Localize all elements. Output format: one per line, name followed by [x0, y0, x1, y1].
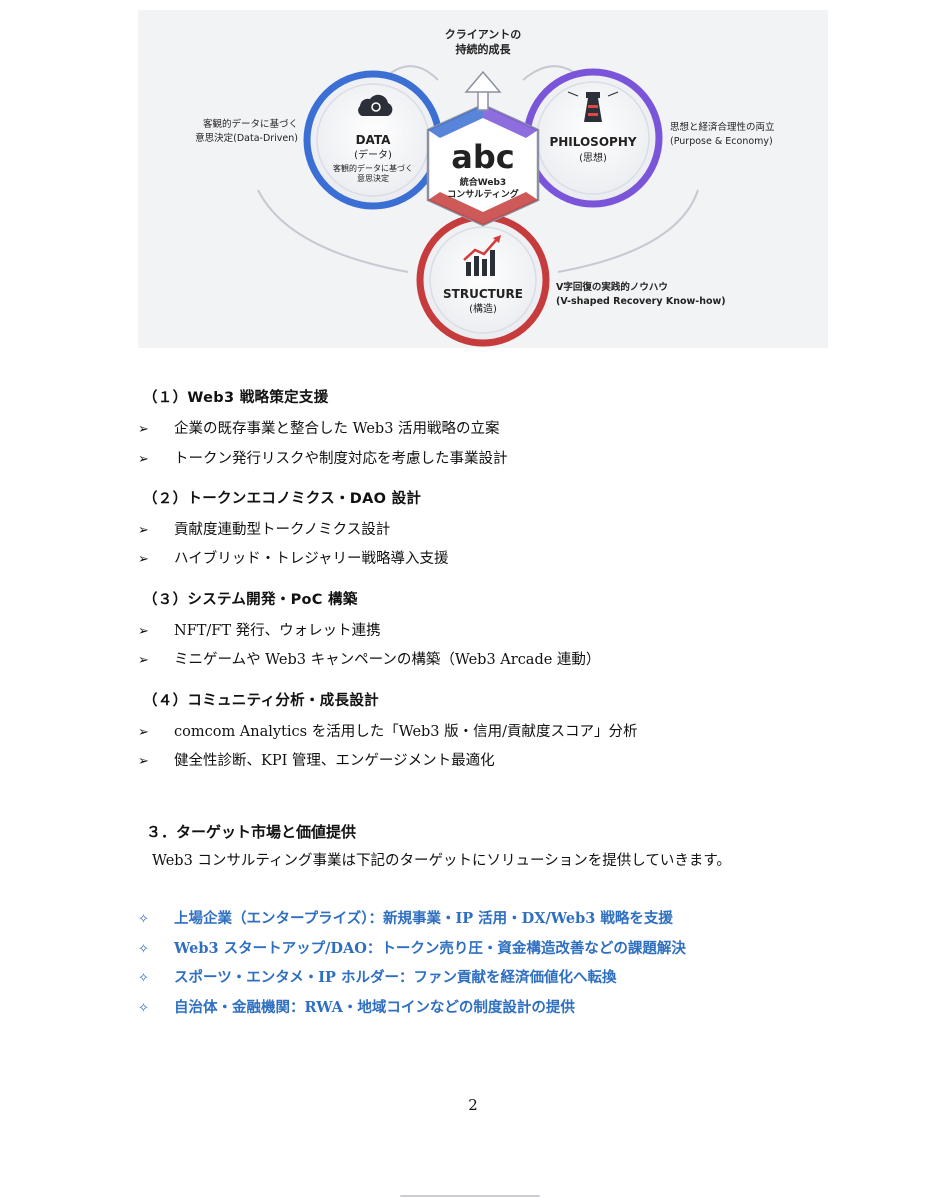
scroll-indicator: [400, 1195, 540, 1197]
data-description-2: 意思決定: [357, 173, 389, 183]
data-description-1: 客観的データに基づく: [333, 163, 413, 173]
bottom-note-2: (V-shaped Recovery Know-how): [556, 296, 726, 307]
service-heading-1: （１）Web3 戦略策定支援: [143, 390, 329, 406]
lighthouse-icon: [567, 91, 619, 122]
list-item: ➢ミニゲームや Web3 キャンペーンの構築（Web3 Arcade 連動）: [138, 652, 601, 668]
list-item: ➢comcom Analytics を活用した「Web3 版・信用/貢献度スコア…: [138, 724, 638, 740]
structure-circle: STRUCTURE (構造): [416, 213, 550, 347]
data-subtitle: (データ): [354, 148, 392, 161]
list-item: ➢ハイブリッド・トレジャリー戦略導入支援: [138, 551, 449, 567]
bottom-note-1: V字回復の実践的ノウハウ: [556, 281, 668, 293]
arrow-bullet-icon: ➢: [138, 754, 149, 769]
data-circle: DATA (データ) 客観的データに基づく 意思決定: [303, 70, 443, 210]
top-label-1: クライアントの: [445, 28, 522, 41]
service-heading-4: （４）コミュニティ分析・成長設計: [143, 693, 379, 709]
arrow-bullet-icon: ➢: [138, 653, 149, 668]
service-heading-3: （３）システム開発・PoC 構築: [143, 592, 358, 608]
service-heading-2: （２）トークンエコノミクス・DAO 設計: [143, 491, 422, 507]
hero-diagram: DATA (データ) 客観的データに基づく 意思決定 PHILOSOPHY (思…: [138, 10, 828, 348]
list-item: ✧Web3 スタートアップ/DAO：トークン売り圧・資金構造改善などの課題解決: [138, 940, 686, 957]
cloud-search-icon: [358, 94, 393, 116]
arrow-bullet-icon: ➢: [138, 452, 149, 467]
sparkle-bullet-icon: ✧: [138, 1001, 149, 1016]
page-number: 2: [468, 1096, 478, 1114]
cycle-arrow-right: [557, 189, 699, 273]
center-subtitle-2: コンサルティング: [447, 188, 518, 200]
list-item: ➢トークン発行リスクや制度対応を考慮した事業設計: [138, 451, 508, 467]
section-heading: ３．ターゲット市場と価値提供: [146, 823, 357, 841]
philosophy-subtitle: (思想): [579, 151, 607, 164]
list-item: ➢健全性診断、KPI 管理、エンゲージメント最適化: [138, 753, 495, 769]
sparkle-bullet-icon: ✧: [138, 942, 149, 957]
arrow-bullet-icon: ➢: [138, 552, 149, 567]
section-intro: Web3 コンサルティング事業は下記のターゲットにソリューションを提供していきま…: [152, 853, 731, 869]
center-hexagon: abc 統合Web3 コンサルティング: [426, 103, 540, 227]
arrow-bullet-icon: ➢: [138, 725, 149, 740]
center-logo: abc: [451, 138, 514, 176]
list-item: ✧上場企業（エンタープライズ）：新規事業・IP 活用・DX/Web3 戦略を支援: [138, 910, 673, 927]
left-note-2: 意思決定(Data-Driven): [195, 132, 298, 144]
growth-chart-icon: [463, 235, 501, 276]
top-label-2: 持続的成長: [456, 42, 512, 56]
philosophy-title: PHILOSOPHY: [549, 135, 636, 149]
consulting-cycle-diagram: DATA (データ) 客観的データに基づく 意思決定 PHILOSOPHY (思…: [195, 28, 775, 347]
cycle-arrow-left: [257, 189, 409, 273]
list-item: ➢企業の既存事業と整合した Web3 活用戦略の立案: [138, 421, 500, 437]
list-item: ✧スポーツ・エンタメ・IP ホルダー：ファン貢献を経済価値化へ転換: [138, 969, 617, 986]
up-arrow-icon: [464, 70, 502, 111]
list-item: ➢貢献度連動型トークノミクス設計: [138, 522, 391, 538]
data-title: DATA: [356, 133, 392, 147]
list-item: ✧自治体・金融機関：RWA・地域コインなどの制度設計の提供: [138, 999, 575, 1016]
right-note-2: (Purpose & Economy): [670, 136, 773, 147]
right-note-1: 思想と経済合理性の両立: [670, 121, 775, 133]
sparkle-bullet-icon: ✧: [138, 912, 149, 927]
list-item: ➢NFT/FT 発行、ウォレット連携: [138, 623, 381, 639]
structure-subtitle: (構造): [469, 302, 497, 315]
sparkle-bullet-icon: ✧: [138, 971, 149, 986]
arrow-bullet-icon: ➢: [138, 422, 149, 437]
arrow-bullet-icon: ➢: [138, 523, 149, 538]
center-subtitle-1: 統合Web3: [460, 176, 506, 188]
structure-title: STRUCTURE: [443, 287, 523, 301]
arrow-bullet-icon: ➢: [138, 624, 149, 639]
left-note-1: 客観的データに基づく: [203, 118, 298, 130]
philosophy-circle: PHILOSOPHY (思想): [523, 68, 663, 208]
